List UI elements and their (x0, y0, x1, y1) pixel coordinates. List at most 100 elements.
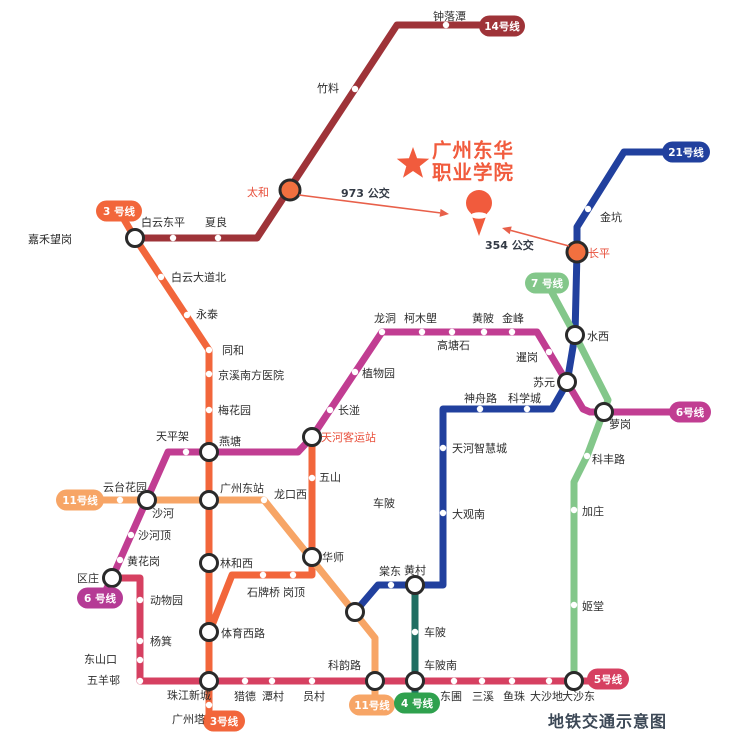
station-label-动物园: 动物园 (150, 593, 183, 607)
station-dot-梅花园 (205, 406, 213, 414)
line-badge-label: 11号线 (354, 699, 390, 712)
station-dot-石牌桥 (259, 571, 267, 579)
station-dot-车陂 (411, 628, 419, 636)
interchange-萝岗 (594, 402, 614, 422)
station-dot-潭村 (268, 677, 276, 685)
station-label-科韵路: 科韵路 (328, 658, 361, 672)
station-label-猎德: 猎德 (234, 689, 256, 703)
interchange-广州东站 (199, 490, 219, 510)
station-label-广州塔: 广州塔 (172, 713, 205, 726)
station-label-金坑: 金坑 (600, 210, 622, 224)
interchange-水西 (565, 325, 585, 345)
line-badge-label: 11号线 (62, 494, 98, 507)
station-label-岗顶: 岗顶 (283, 586, 305, 599)
bus-arrow (298, 194, 441, 214)
station-dot-科学城 (523, 405, 531, 413)
station-dot-天河智慧城 (439, 444, 447, 452)
station-label-萝岗: 萝岗 (609, 418, 631, 431)
station-label-珠江新城: 珠江新城 (167, 688, 211, 702)
station-label-林和西: 林和西 (220, 556, 253, 570)
station-label-水西: 水西 (587, 330, 609, 343)
station-label-黄花岗: 黄花岗 (127, 554, 160, 568)
station-label-鱼珠: 鱼珠 (503, 689, 525, 703)
line-21 (351, 148, 674, 616)
line-badge (394, 692, 440, 714)
interchange-科韵路 (365, 671, 385, 691)
labels-layer: 嘉禾望岗白云东平夏良太和竹料钟落潭白云大道北永泰同和京溪南方医院梅花园天平架燕塘… (28, 9, 631, 726)
line-badge (587, 668, 629, 690)
station-dot-竹料 (351, 85, 359, 93)
map-title: 地铁交通示意图 (548, 712, 667, 731)
station-label-车陂: 车陂 (373, 496, 395, 510)
station-dot-长湴 (326, 406, 334, 414)
line-badge-label: 6 号线 (84, 592, 116, 605)
station-label-科丰路: 科丰路 (592, 452, 625, 466)
college-star-icon (396, 147, 430, 178)
highlight-station-太和 (278, 178, 302, 202)
station-dot-龙洞 (378, 328, 386, 336)
station-dot-猎德 (241, 677, 249, 685)
station-dot-龙口西 (260, 496, 268, 504)
bus-route-label: 973 公交 (341, 186, 390, 200)
station-label-燕塘: 燕塘 (219, 434, 241, 448)
interchange-车陂南 (405, 671, 425, 691)
station-label-区庄: 区庄 (77, 571, 99, 585)
station-label-天平架: 天平架 (156, 430, 189, 443)
station-label-体育西路: 体育西路 (221, 626, 265, 640)
line-badge (479, 15, 525, 37)
station-dot-五羊邨 (136, 677, 144, 685)
station-dot-天平架 (182, 448, 190, 456)
station-label-黄村: 黄村 (404, 563, 426, 577)
station-dot-东山口 (136, 656, 144, 664)
interchange-林和西 (199, 553, 219, 573)
station-dot-白云大道北 (157, 273, 165, 281)
station-dot-暹岗 (545, 348, 553, 356)
station-dot-金坑 (584, 205, 592, 213)
interchange-天河公园 (345, 602, 365, 622)
interchange-燕塘 (199, 442, 219, 462)
station-label-沙河顶: 沙河顶 (138, 529, 171, 542)
station-dot-五山 (308, 474, 316, 482)
station-dot-三溪 (478, 677, 486, 685)
station-label-五山: 五山 (319, 471, 341, 484)
station-dot-云台花园 (116, 496, 124, 504)
station-label-大沙地: 大沙地 (530, 689, 563, 703)
station-label-夏良: 夏良 (205, 215, 227, 229)
station-label-永泰: 永泰 (196, 307, 218, 321)
line-badge-label: 14号线 (484, 20, 520, 33)
line-6 (100, 328, 680, 598)
line-badge (662, 141, 710, 163)
station-label-太和: 太和 (247, 186, 269, 199)
college-name-line1: 广州东华 (432, 139, 514, 162)
station-label-加庄: 加庄 (582, 504, 604, 518)
station-label-杨箕: 杨箕 (150, 634, 172, 648)
line-badge (349, 694, 395, 716)
interchange-嘉禾望岗 (125, 228, 145, 248)
station-dot-姬堂 (570, 601, 578, 609)
station-dot-神舟路 (476, 405, 484, 413)
station-label-大观南: 大观南 (452, 507, 485, 521)
line-badge-label: 6号线 (676, 406, 705, 419)
station-label-长平: 长平 (588, 247, 610, 260)
station-label-姬堂: 姬堂 (582, 600, 604, 613)
station-dot-永泰 (183, 311, 191, 319)
station-label-龙洞: 龙洞 (374, 312, 396, 325)
station-label-嘉禾望岗: 嘉禾望岗 (28, 232, 72, 246)
line-14 (131, 21, 494, 242)
interchange-体育西路 (199, 622, 219, 642)
station-dot-员村 (308, 677, 316, 685)
station-label-天河智慧城: 天河智慧城 (452, 441, 507, 455)
station-label-天河客运站: 天河客运站 (321, 430, 376, 444)
line-badge (96, 200, 142, 222)
station-dot-柯木塱 (418, 328, 426, 336)
interchange-区庄 (102, 568, 122, 588)
station-dot-金峰 (508, 328, 516, 336)
station-label-员村: 员村 (303, 689, 325, 703)
station-label-高塘石: 高塘石 (437, 338, 470, 352)
station-label-三溪: 三溪 (472, 690, 494, 703)
station-dot-加庄 (570, 506, 578, 514)
highlight-station-长平 (565, 240, 589, 264)
interchange-苏元 (557, 372, 577, 392)
